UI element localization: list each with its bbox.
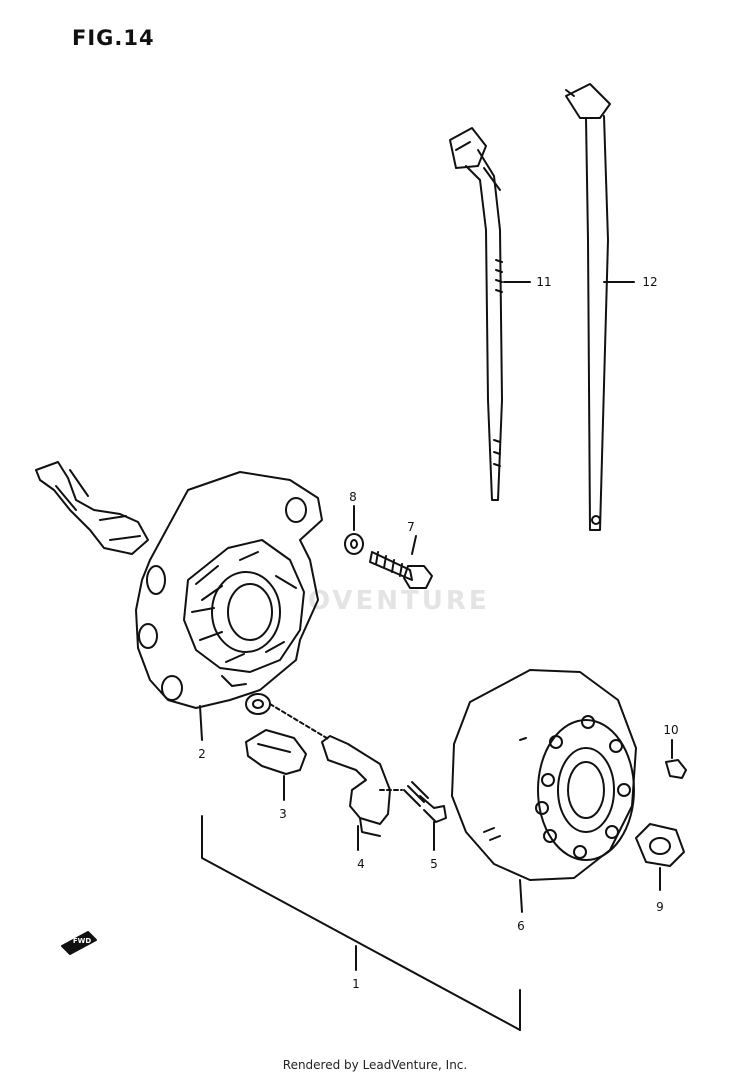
- figure-title: FIG.14: [72, 26, 155, 50]
- rotor: [451, 669, 637, 913]
- callout-11: 11: [536, 275, 552, 289]
- callout-3: 3: [279, 807, 287, 821]
- bolt: [369, 535, 433, 589]
- direction-marker: [61, 931, 97, 955]
- callout-5: 5: [430, 857, 438, 871]
- stator-assembly: [35, 461, 323, 741]
- callout-10: 10: [663, 723, 679, 737]
- washer: [344, 505, 364, 555]
- assembly-bracket: [201, 815, 521, 1031]
- nut: [635, 823, 685, 891]
- wire-lead-long: [565, 83, 611, 531]
- wire-lead-short: [449, 127, 503, 501]
- render-credit: Rendered by LeadVenture, Inc.: [282, 1058, 468, 1072]
- callout-8: 8: [349, 490, 357, 504]
- callout-4: 4: [357, 857, 365, 871]
- watermark: OVENTURE: [308, 586, 490, 616]
- callout-12: 12: [642, 275, 658, 289]
- callout-1: 1: [352, 977, 360, 991]
- stator-washer: [245, 693, 331, 741]
- callout-9: 9: [656, 900, 664, 914]
- pickup-bracket: [321, 735, 391, 851]
- callout-2: 2: [198, 747, 206, 761]
- callout-7: 7: [407, 520, 415, 534]
- direction-tag: FWD: [72, 937, 92, 945]
- key: [665, 739, 687, 779]
- grommet: [245, 729, 307, 801]
- callout-6: 6: [517, 919, 525, 933]
- screw: [379, 781, 447, 851]
